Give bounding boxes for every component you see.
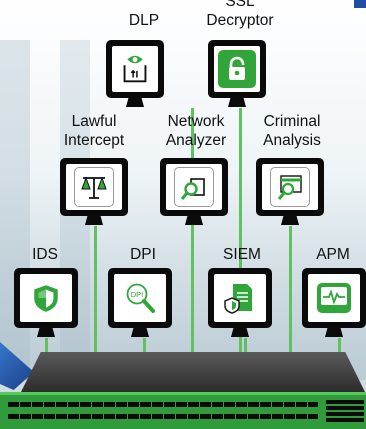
label-dlp: DLP: [128, 12, 160, 29]
switch-port-row-lower: [8, 414, 318, 419]
monitor-lawful-intercept: [60, 158, 128, 225]
magnifier-document-icon: [180, 178, 205, 200]
monitor-network-analyzer: [160, 158, 228, 225]
label-network-analyzer: Network Analyzer: [165, 113, 227, 150]
shield-icon: [34, 285, 58, 312]
monitor-apm: [302, 268, 366, 337]
eye-document-icon: [123, 55, 147, 83]
secure-document-icon: [224, 284, 252, 314]
scales-icon: [81, 176, 107, 199]
monitor-dpi: DPI: [108, 268, 172, 337]
monitor-dlp: [106, 40, 164, 107]
label-ids: IDS: [32, 246, 58, 263]
cable-criminal: [289, 226, 292, 366]
label-siem: SIEM: [223, 246, 261, 263]
label-dpi: DPI: [130, 246, 156, 263]
network-switch-front: [0, 392, 366, 429]
label-lawful: Lawful Intercept: [63, 113, 125, 150]
padlock-icon: [229, 56, 245, 80]
network-switch-top: [20, 352, 366, 394]
blue-corner-accent: [354, 0, 366, 8]
magnifier-window-icon: [277, 175, 302, 200]
dpi-magnifier-icon: DPI: [126, 283, 155, 313]
label-criminal: Criminal Analysis: [263, 113, 321, 150]
label-ssl: SSL Decryptor: [206, 0, 274, 30]
switch-port-row-upper: [8, 402, 318, 407]
cable-dlp: [191, 108, 194, 358]
monitor-ssl: [208, 40, 266, 107]
svg-text:DPI: DPI: [131, 290, 144, 299]
monitor-criminal-analysis: [256, 158, 324, 225]
cable-ssl: [239, 108, 242, 358]
heartbeat-monitor-icon: [321, 287, 347, 305]
cable-lawful: [94, 226, 97, 366]
switch-uplink-ports: [326, 400, 364, 422]
monitor-ids: [14, 268, 78, 337]
monitor-siem: [208, 268, 272, 337]
label-apm: APM: [316, 246, 350, 263]
